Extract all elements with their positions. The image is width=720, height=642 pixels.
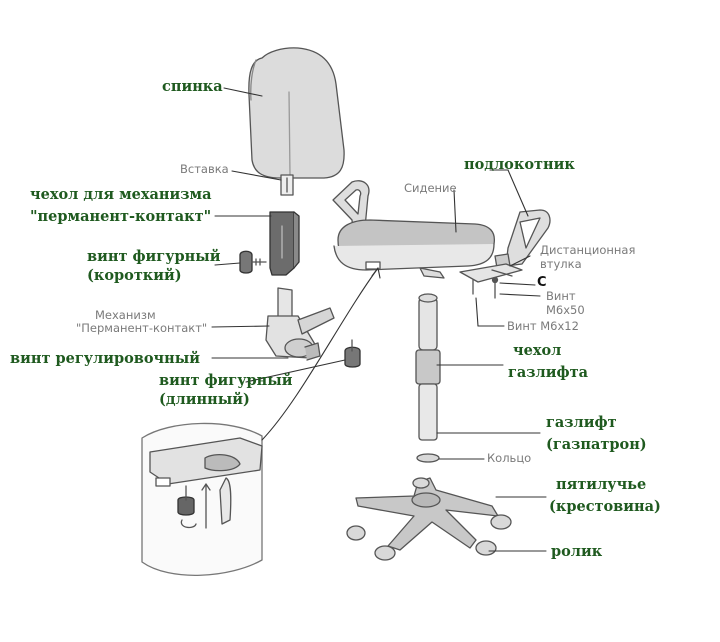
label-long-screw-line1: винт фигурный <box>159 372 293 389</box>
label-screw-m612: Винт М6х12 <box>507 319 579 333</box>
leader-lines <box>211 87 547 552</box>
detail-zoom-circle <box>141 422 263 576</box>
label-spacer-line1: Дистанционная <box>540 243 636 257</box>
label-short-screw-line1: винт фигурный <box>87 248 221 265</box>
label-gaslift-cover-line1: чехол <box>513 342 562 359</box>
seat-shape <box>333 219 496 279</box>
label-seat: Сидение <box>404 181 457 195</box>
label-vstavka: Вставка <box>180 162 229 176</box>
right-armrest-shape <box>494 209 551 269</box>
gas-lift-shape <box>415 293 441 441</box>
star-base-shape <box>355 477 499 551</box>
label-star-base-line2: (крестовина) <box>549 498 661 515</box>
short-screw-shape <box>239 250 267 274</box>
mount-plate-shape <box>459 263 523 299</box>
label-mechanism-cover-line2: "перманент-контакт" <box>30 208 212 225</box>
label-gaslift-line1: газлифт <box>546 414 617 431</box>
label-mechanism-cover-line1: чехол для механизма <box>30 186 212 203</box>
ring-shape <box>416 453 440 463</box>
label-spinka: спинка <box>162 78 223 95</box>
mechanism-cover-shape <box>269 211 300 276</box>
label-gaslift-line2: (газпатрон) <box>546 436 647 453</box>
label-caster: ролик <box>551 543 603 560</box>
long-screw-shape <box>344 339 361 368</box>
label-screw-m650-line2: М6х50 <box>546 303 585 317</box>
label-mechanism-line1: Механизм <box>95 308 156 322</box>
label-armrest: подлокотник <box>464 156 575 173</box>
label-c: С <box>537 275 547 290</box>
label-spacer-line2: втулка <box>540 257 582 271</box>
label-mechanism-line2: "Перманент-контакт" <box>76 321 208 335</box>
label-screw-m650-line1: Винт <box>546 289 576 303</box>
label-short-screw-line2: (короткий) <box>87 267 182 284</box>
label-long-screw-line2: (длинный) <box>159 391 250 408</box>
mechanism-shape <box>265 287 335 361</box>
label-ring: Кольцо <box>487 451 532 465</box>
label-star-base-line1: пятилучье <box>556 476 647 493</box>
label-adjusting-screw: винт регулировочный <box>10 350 201 367</box>
backrest-shape <box>248 47 345 179</box>
insert-post-shape <box>280 174 294 196</box>
label-gaslift-cover-line2: газлифта <box>508 364 588 381</box>
